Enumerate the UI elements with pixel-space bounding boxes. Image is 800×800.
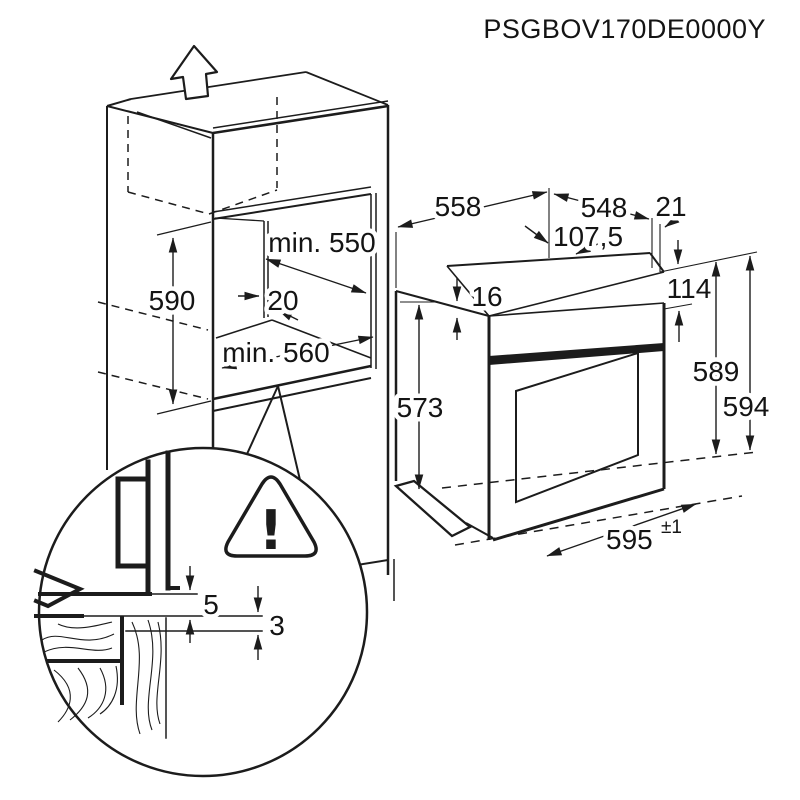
up-arrow-icon	[169, 44, 219, 101]
dim-lower-gap: 3	[269, 610, 285, 641]
dim-body-height: 573	[397, 392, 444, 423]
warning-exclamation: !	[259, 499, 284, 562]
dim-niche-depth-bottom: min. 560	[222, 337, 329, 368]
dim-upper-gap: 5	[203, 589, 219, 620]
dim-rear-gap: 20	[267, 285, 298, 316]
model-code-title: PSGBOV170DE0000Y	[483, 14, 766, 44]
dim-niche-depth-top: min. 550	[268, 227, 375, 258]
dim-rear-offset: 21	[655, 191, 686, 222]
cabinet-dimensions: 590 min. 550 20 min. 560	[144, 221, 380, 415]
dim-front-width-tolerance: ±1	[661, 517, 682, 538]
dim-niche-height: 590	[149, 285, 196, 316]
oven-dimensions: 558 548 21 107,5 16 114 573 589 594	[392, 187, 774, 560]
dim-rear-height: 589	[693, 356, 740, 387]
dim-front-width: 595	[606, 524, 653, 555]
wood-grain-texture	[41, 619, 162, 735]
dim-control-offset: 107,5	[553, 221, 623, 252]
dim-depth: 548	[581, 192, 628, 223]
dim-front-height: 594	[723, 391, 770, 422]
warning-triangle-icon: !	[224, 475, 318, 562]
dim-top-clearance: 16	[471, 281, 502, 312]
detail-callout: ! 5 3	[33, 385, 369, 778]
dim-top-width: 558	[435, 191, 482, 222]
dim-panel-height: 114	[667, 273, 712, 304]
oven-drawing	[393, 252, 758, 546]
